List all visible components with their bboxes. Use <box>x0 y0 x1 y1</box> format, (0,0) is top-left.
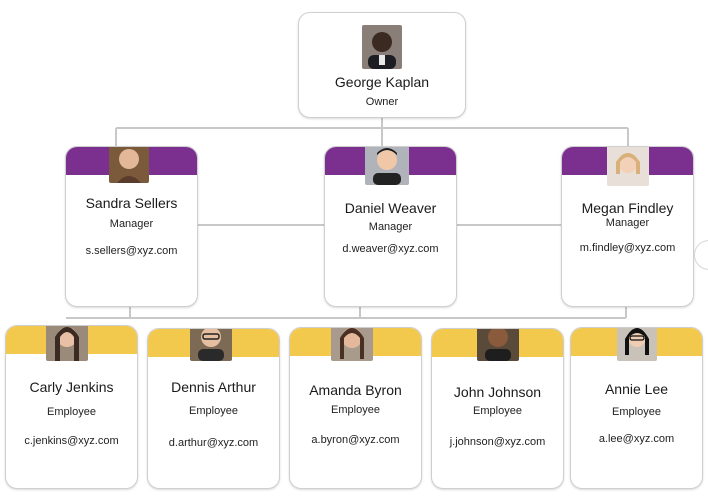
manager-role: Manager <box>605 217 650 229</box>
employee-card[interactable]: John Johnson Employee j.johnson@xyz.com <box>431 328 564 489</box>
employee-name: Carly Jenkins <box>29 379 114 395</box>
employee-photo <box>477 329 519 361</box>
owner-card[interactable]: George Kaplan Owner <box>298 12 466 118</box>
employee-role: Employee <box>189 405 238 417</box>
manager-card[interactable]: Megan Findley Manager m.findley@xyz.com <box>561 146 694 307</box>
owner-role: Owner <box>365 96 399 108</box>
employee-photo <box>331 328 373 361</box>
manager-email[interactable]: m.findley@xyz.com <box>579 242 676 254</box>
employee-email[interactable]: c.jenkins@xyz.com <box>24 435 119 447</box>
employee-photo <box>617 328 657 361</box>
employee-role: Employee <box>331 404 380 416</box>
employee-email[interactable]: a.byron@xyz.com <box>311 434 400 446</box>
employee-role: Employee <box>473 405 522 417</box>
owner-photo <box>362 25 402 69</box>
employee-name: John Johnson <box>453 384 542 400</box>
manager-photo <box>607 147 649 186</box>
employee-email[interactable]: d.arthur@xyz.com <box>168 437 259 449</box>
manager-role: Manager <box>109 218 154 230</box>
employee-card[interactable]: Dennis Arthur Employee d.arthur@xyz.com <box>147 328 280 489</box>
manager-name: Megan Findley <box>581 200 674 216</box>
manager-name: Sandra Sellers <box>85 195 178 211</box>
manager-card[interactable]: Daniel Weaver Manager d.weaver@xyz.com <box>324 146 457 307</box>
employee-name: Dennis Arthur <box>171 379 256 395</box>
employee-card[interactable]: Carly Jenkins Employee c.jenkins@xyz.com <box>5 325 138 489</box>
manager-email[interactable]: d.weaver@xyz.com <box>342 243 439 255</box>
manager-card[interactable]: Sandra Sellers Manager s.sellers@xyz.com <box>65 146 198 307</box>
employee-email[interactable]: a.lee@xyz.com <box>598 433 675 445</box>
employee-photo <box>46 326 88 361</box>
employee-photo <box>190 329 232 361</box>
manager-photo <box>365 147 409 185</box>
employee-name: Amanda Byron <box>309 382 402 398</box>
employee-card[interactable]: Annie Lee Employee a.lee@xyz.com <box>570 327 703 489</box>
employee-role: Employee <box>612 406 661 418</box>
employee-role: Employee <box>47 406 96 418</box>
manager-email[interactable]: s.sellers@xyz.com <box>85 245 178 257</box>
owner-name: George Kaplan <box>334 74 430 90</box>
employee-card[interactable]: Amanda Byron Employee a.byron@xyz.com <box>289 327 422 489</box>
manager-name: Daniel Weaver <box>344 200 437 216</box>
employee-email[interactable]: j.johnson@xyz.com <box>449 436 546 448</box>
manager-photo <box>109 147 149 183</box>
manager-role: Manager <box>368 221 413 233</box>
employee-name: Annie Lee <box>604 381 669 397</box>
